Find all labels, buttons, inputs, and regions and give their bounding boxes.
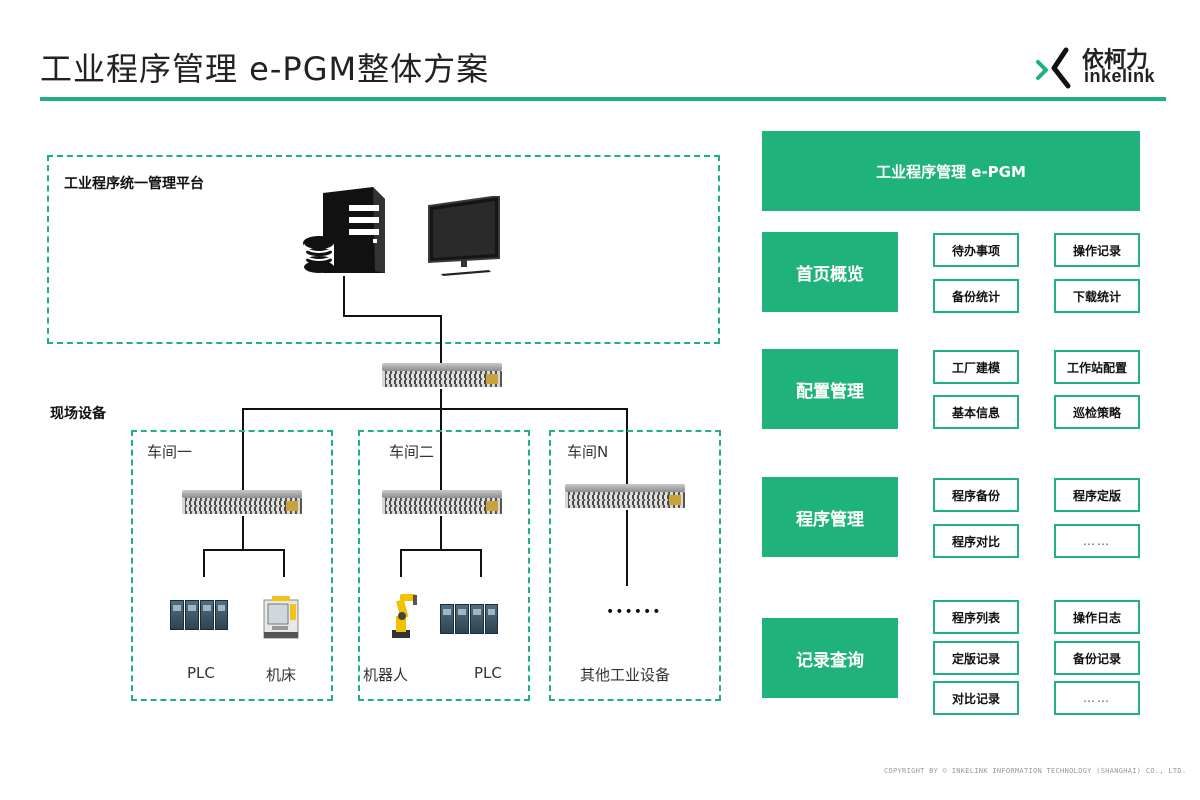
connector-line [480, 549, 482, 577]
connector-line [400, 549, 402, 577]
connector-line [203, 549, 205, 577]
module-panel-title: 工业程序管理 e-PGM [762, 131, 1140, 211]
industrial-robot-icon [392, 594, 417, 638]
more-devices-ellipsis: •••••• [606, 604, 662, 620]
device-label: PLC [474, 664, 502, 682]
connector-line [626, 408, 628, 484]
connector-line [343, 315, 442, 317]
module-item: 程序备份 [933, 478, 1019, 512]
module-item: 对比记录 [933, 681, 1019, 715]
module-item: 定版记录 [933, 641, 1019, 675]
connector-line [203, 549, 285, 551]
connector-line [440, 516, 442, 550]
company-logo: 依柯力 inkelink [1032, 42, 1172, 92]
monitor-icon [428, 196, 500, 276]
logo-english-text: inkelink [1084, 66, 1156, 86]
module-item: 基本信息 [933, 395, 1019, 429]
module-item-more: …… [1054, 681, 1140, 715]
module-group-home-overview: 首页概览 [762, 232, 898, 312]
connector-line [242, 408, 244, 490]
machine-tool-icon [263, 596, 299, 639]
device-label: 其他工业设备 [580, 666, 671, 684]
device-label: 机床 [266, 666, 297, 684]
inkelink-logo-icon [1036, 47, 1071, 89]
connector-line [242, 408, 628, 410]
copyright-notice: COPYRIGHT BY © INKELINK INFORMATION TECH… [884, 767, 1187, 775]
device-label: 机器人 [363, 666, 409, 684]
core-switch-icon [382, 363, 502, 389]
connector-line [440, 389, 442, 409]
title-divider [40, 97, 1166, 101]
module-item: 操作记录 [1054, 233, 1140, 267]
connector-line [343, 276, 345, 316]
module-item: 备份统计 [933, 279, 1019, 313]
module-item: 待办事项 [933, 233, 1019, 267]
network-switch-icon [565, 484, 685, 510]
platform-frame [47, 155, 720, 344]
module-item: 操作日志 [1054, 600, 1140, 634]
workshop-frame [549, 430, 721, 701]
connector-line [440, 315, 442, 363]
field-devices-label: 现场设备 [50, 406, 106, 422]
module-item: 备份记录 [1054, 641, 1140, 675]
connector-line [242, 516, 244, 550]
plc-icon [440, 604, 498, 634]
workshop-frame [131, 430, 333, 701]
workshop-label: 车间N [567, 443, 609, 461]
server-icon [303, 187, 385, 273]
device-label: PLC [187, 664, 215, 682]
connector-line [283, 549, 285, 577]
platform-label: 工业程序统一管理平台 [64, 176, 204, 192]
connector-line [440, 408, 442, 490]
module-item: 程序列表 [933, 600, 1019, 634]
plc-icon [170, 600, 228, 630]
module-item: 工作站配置 [1054, 350, 1140, 384]
network-switch-icon [382, 490, 502, 516]
module-item: 下载统计 [1054, 279, 1140, 313]
workshop-frame [358, 430, 530, 701]
connector-line [400, 549, 482, 551]
module-item: 程序对比 [933, 524, 1019, 558]
module-item-more: …… [1054, 524, 1140, 558]
connector-line [626, 510, 628, 586]
module-group-record-query: 记录查询 [762, 618, 898, 698]
page-title: 工业程序管理 e-PGM整体方案 [40, 50, 490, 88]
module-group-config-management: 配置管理 [762, 349, 898, 429]
module-item: 程序定版 [1054, 478, 1140, 512]
module-item: 工厂建模 [933, 350, 1019, 384]
module-item: 巡检策略 [1054, 395, 1140, 429]
logo-chinese-text: 依柯力 [1082, 48, 1149, 73]
network-switch-icon [182, 490, 302, 516]
module-group-program-management: 程序管理 [762, 477, 898, 557]
workshop-label: 车间一 [147, 443, 193, 461]
workshop-label: 车间二 [389, 443, 435, 461]
